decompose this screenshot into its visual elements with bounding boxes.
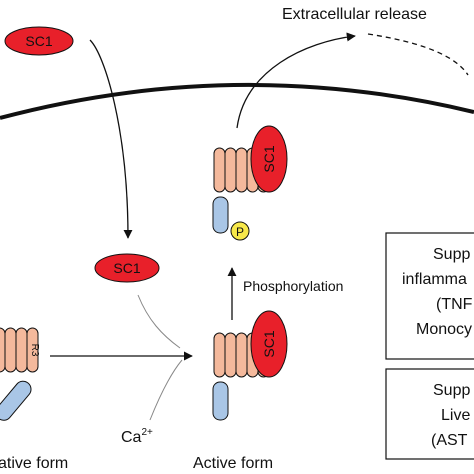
effect-box-inflammation: Supp inflamma (TNF Monocy	[385, 232, 474, 360]
arrow-sc1-internalization	[89, 39, 133, 239]
phosphate-label: P	[236, 225, 244, 239]
sc1-bound-lower	[250, 310, 288, 378]
sc1-extracellular: SC1	[4, 26, 74, 56]
calcium-curve	[149, 359, 183, 421]
box-upper-line-1: Supp	[433, 246, 470, 263]
receptor-phosphorylated: SC1 P	[212, 125, 288, 241]
sc1-bound-upper-label: SC1	[261, 145, 277, 172]
phosphate-group	[230, 221, 250, 241]
dashed-release-path	[367, 33, 469, 76]
sc1-bound-lower-label: SC1	[261, 330, 277, 357]
extracellular-release-label: Extracellular release	[282, 6, 427, 23]
arrow-extracellular-release	[236, 32, 356, 129]
box-upper-line-4: Monocy	[416, 321, 472, 338]
calcium-label: Ca2+	[121, 427, 153, 446]
box-lower-line-3: (AST	[431, 432, 468, 449]
sc1-binding-curve	[137, 294, 181, 349]
effect-box-liver: Supp Live (AST	[385, 368, 474, 460]
inactive-form-label: ative form	[0, 455, 68, 472]
r3-label: R3	[29, 344, 40, 357]
active-form-label: Active form	[193, 455, 273, 472]
sc1-intracellular: SC1	[94, 253, 160, 283]
receptor-inactive: R3	[0, 327, 40, 421]
calcium-superscript: 2+	[141, 427, 153, 438]
box-lower-line-2: Live	[441, 407, 470, 424]
box-upper-line-3: (TNF	[436, 296, 473, 313]
receptor-active: SC1	[212, 310, 288, 421]
box-upper-line-2: inflamma	[402, 271, 467, 288]
box-lower-line-1: Supp	[433, 382, 470, 399]
sc1-bound-upper	[250, 125, 288, 193]
calcium-base: Ca	[121, 429, 142, 446]
sc1-intracellular-label: SC1	[113, 260, 140, 276]
sc1-extracellular-label: SC1	[25, 33, 52, 49]
phosphorylation-label: Phosphorylation	[243, 278, 343, 294]
cell-membrane	[0, 82, 474, 120]
